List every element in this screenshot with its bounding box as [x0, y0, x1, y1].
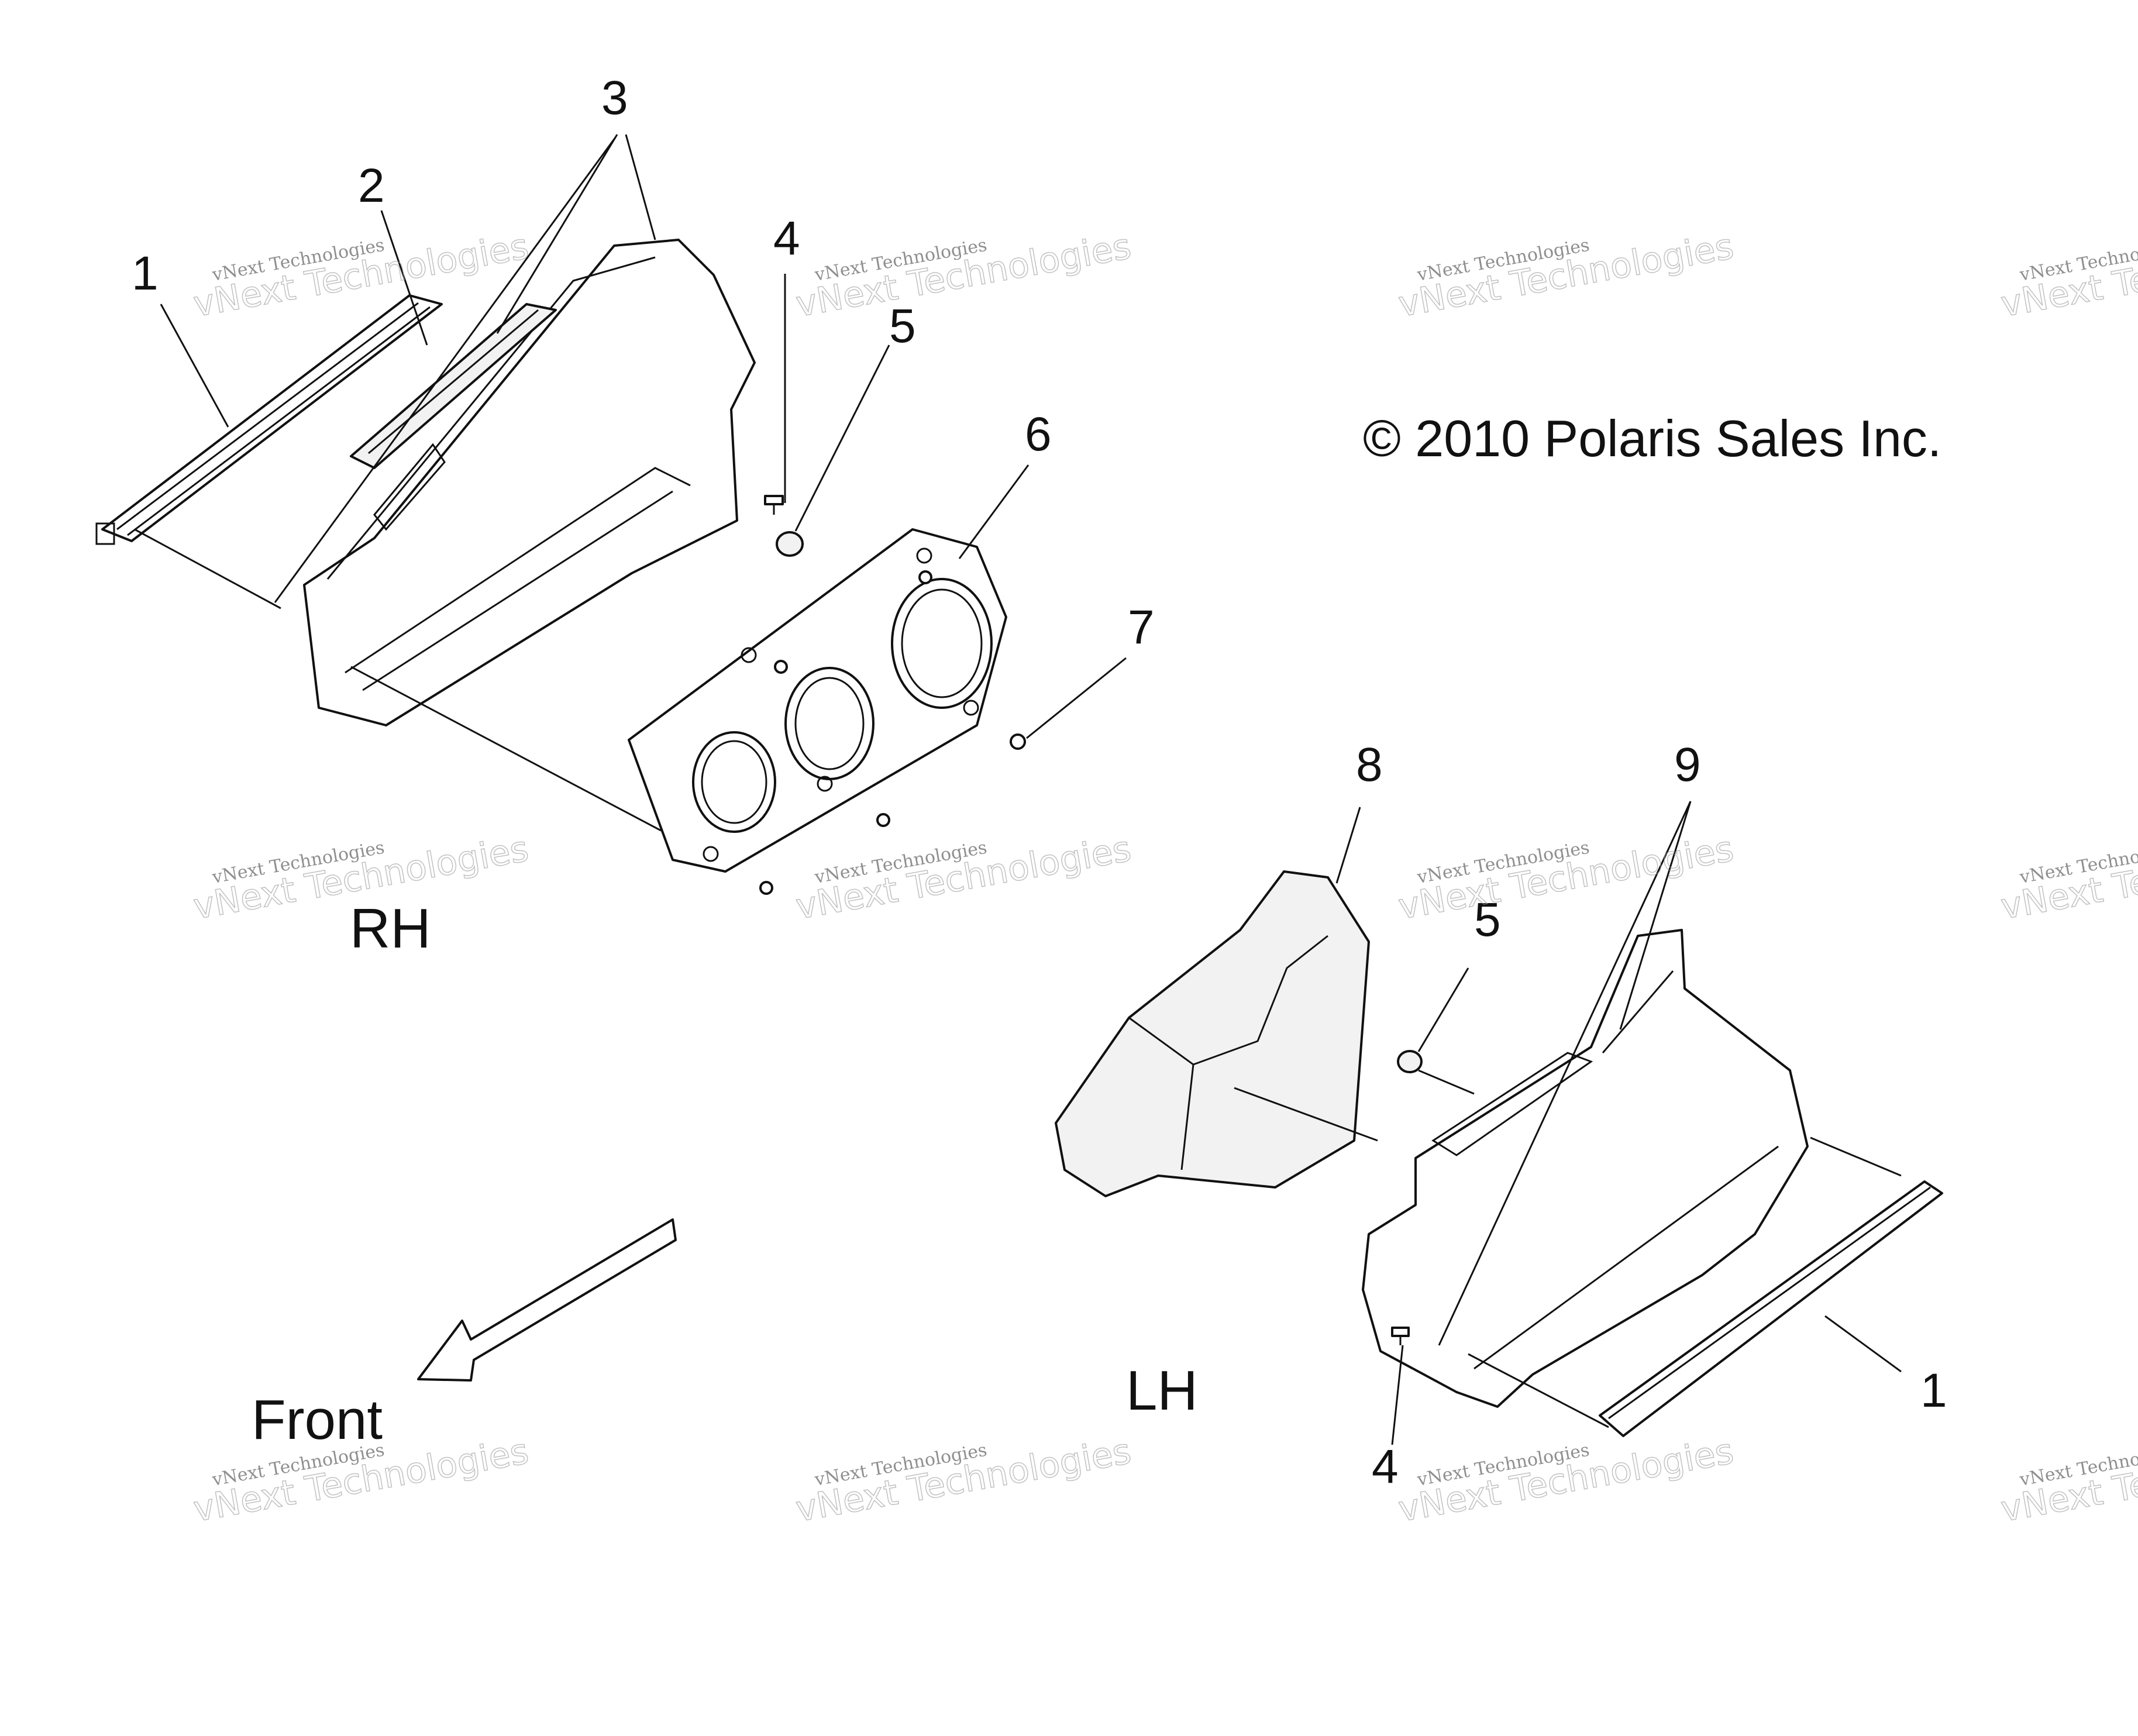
rh-trim-strip-part-1 [95, 294, 443, 545]
callout-lh-5: 5 [1474, 893, 1501, 946]
rh-grommet-part-5 [776, 531, 804, 557]
callout-rh-5: 5 [889, 299, 916, 353]
watermark-8: vNext Technologies vNext Technologies [1998, 828, 2138, 928]
rh-dash-housing-part-3 [303, 239, 756, 726]
callout-rh-3: 3 [601, 71, 628, 125]
rh-screws-part-7 [759, 570, 1026, 895]
callout-lh-9: 9 [1674, 738, 1701, 791]
lh-grommet-part-5 [1397, 1050, 1423, 1073]
callout-lh-4: 4 [1372, 1440, 1399, 1493]
lh-leader-lines [1234, 801, 1902, 1445]
rh-gauge-panel-part-6 [628, 528, 1007, 873]
watermark-7: vNext Technologies vNext Technologies [1395, 828, 1737, 928]
watermark-11: vNext Technologies vNext Technologies [1395, 1431, 1737, 1531]
callout-lh-1: 1 [1920, 1364, 1947, 1417]
rh-label: RH [350, 897, 431, 960]
watermark-10: vNext Technologies vNext Technologies [793, 1431, 1135, 1531]
front-label: Front [252, 1389, 383, 1451]
watermark-big-text: vNext Technologies [1998, 226, 2138, 325]
watermark-3: vNext Technologies vNext Technologies [1395, 226, 1737, 326]
lh-label: LH [1126, 1359, 1198, 1422]
watermark-1: vNext Technologies vNext Technologies [190, 226, 532, 326]
callout-lh-8: 8 [1356, 738, 1383, 791]
front-arrow [417, 1218, 677, 1382]
watermark-6: vNext Technologies vNext Technologies [793, 828, 1135, 928]
callout-rh-6: 6 [1025, 408, 1052, 461]
watermark-12: vNext Technologies vNext Technologies [1998, 1431, 2138, 1531]
lh-screw-part-4 [1391, 1327, 1410, 1345]
callout-rh-1: 1 [132, 247, 159, 300]
watermark-big-text: vNext Technologies [1998, 1431, 2138, 1530]
lh-dash-housing-part-9 [1362, 929, 1809, 1408]
watermark-4: vNext Technologies vNext Technologies [1998, 226, 2138, 326]
watermark-big-text: vNext Technologies [1998, 828, 2138, 928]
lh-trim-strip-part-1 [1599, 1180, 1943, 1437]
rh-screw-part-4 [764, 495, 784, 515]
callout-rh-7: 7 [1128, 601, 1155, 654]
copyright-text: © 2010 Polaris Sales Inc. [1363, 409, 1941, 467]
rh-leader-lines [134, 134, 1127, 832]
watermark-2: vNext Technologies vNext Technologies [793, 226, 1135, 326]
callout-rh-2: 2 [358, 159, 385, 212]
rh-vent-strip-part-2 [350, 303, 557, 469]
callout-rh-4: 4 [773, 212, 800, 265]
lh-cover-part-8 [1055, 870, 1370, 1197]
